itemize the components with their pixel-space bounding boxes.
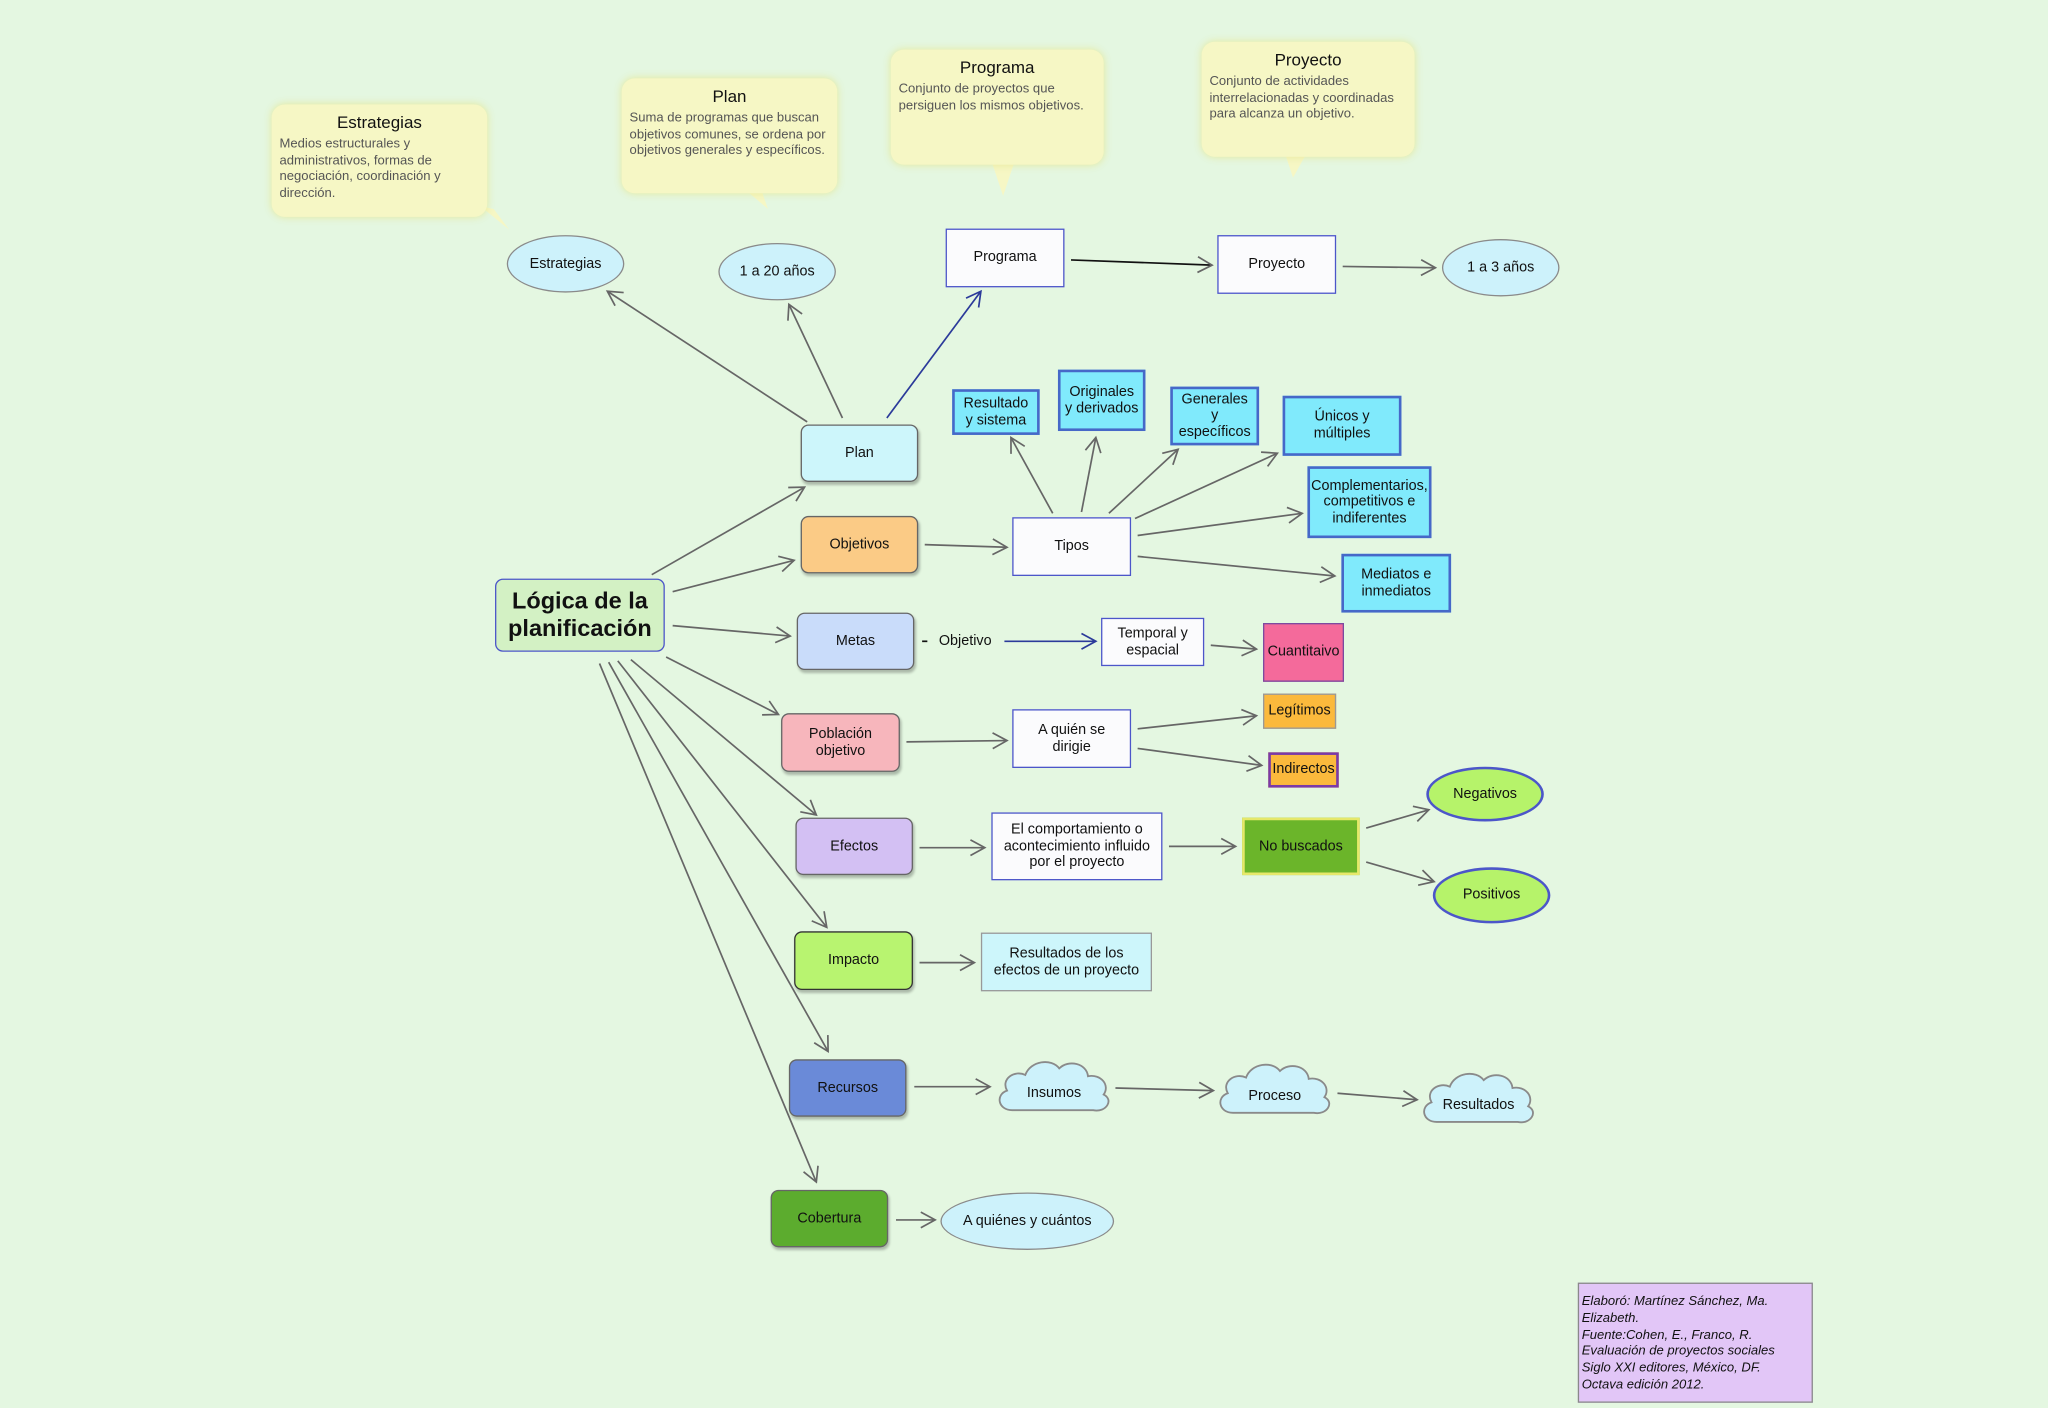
callout-title: Plan (712, 86, 747, 106)
node-originales-derivados[interactable]: Originales y derivados (1057, 369, 1146, 432)
arrow-plan-anios (787, 302, 844, 419)
cloud-label: Proceso (1248, 1087, 1302, 1104)
node-legitimos[interactable]: Legítimos (1263, 693, 1337, 729)
arrow-tipos-originales (1080, 435, 1102, 513)
node-a-quien-se-dirige[interactable]: A quién se dirigie (1012, 709, 1132, 768)
callout-programa: Programa Conjunto de proyectos que persi… (890, 49, 1104, 165)
callout-title: Programa (959, 57, 1035, 78)
arrow-plan-estrategias (605, 290, 808, 423)
node-1-a-3-anos[interactable]: 1 a 3 años (1441, 239, 1560, 297)
node-tipos[interactable]: Tipos (1012, 517, 1132, 576)
arrow-root-plan (651, 486, 807, 576)
callout-text: Suma de programas que buscan objetivos c… (629, 111, 826, 159)
arrow-nobuscados-negativos (1365, 805, 1431, 829)
arrow-root-objetivos (672, 555, 796, 593)
node-resultado-sistema[interactable]: Resultado y sistema (952, 389, 1040, 435)
node-efectos[interactable]: Efectos (795, 817, 913, 876)
node-resultados[interactable]: Resultados (1418, 1064, 1538, 1129)
node-proyecto[interactable]: Proyecto (1217, 235, 1337, 294)
arrow-tipos-generales (1108, 448, 1180, 514)
arrow-root-efectos (630, 658, 818, 817)
cloud-label: Insumos (1026, 1085, 1082, 1102)
callout-pointer (992, 164, 1014, 196)
node-cobertura[interactable]: Cobertura (770, 1189, 889, 1248)
arrow-plan-programa (886, 289, 982, 419)
arrow-root-poblacion (665, 656, 781, 716)
node-unicos-multiples[interactable]: Únicos y múltiples (1282, 395, 1402, 456)
arrow-root-metas (672, 624, 792, 644)
node-complementarios[interactable]: Complementarios, competitivos e indifere… (1307, 466, 1432, 539)
arrow-tipos-complementarios (1137, 506, 1304, 537)
callout-text: Medios estructurales y administrativos, … (279, 137, 441, 201)
callout-pointer (1285, 154, 1307, 178)
credit-line: Siglo XXI editores, México, DF. (1581, 1361, 1761, 1376)
node-estrategias[interactable]: Estrategias (506, 235, 625, 293)
credit-line: Octava edición 2012. (1581, 1377, 1705, 1393)
arrow-tipos-mediatos (1137, 555, 1337, 584)
node-no-buscados[interactable]: No buscados (1242, 817, 1360, 876)
node-poblacion-objetivo[interactable]: Población objetivo (781, 713, 900, 772)
node-proceso[interactable]: Proceso (1215, 1055, 1335, 1120)
callout-title: Proyecto (1274, 49, 1342, 70)
node-a-quienes-y-cuantos[interactable]: A quiénes y cuántos (940, 1192, 1115, 1250)
arrow-insumos-proceso (1115, 1081, 1216, 1099)
node-plan[interactable]: Plan (800, 424, 919, 482)
arrow-poblacion-aquien (906, 732, 1009, 750)
callout-pointer (480, 206, 510, 230)
node-mediatos-inmediatos[interactable]: Mediatos e inmediatos (1341, 553, 1452, 613)
arrow-root-cobertura (598, 663, 819, 1184)
callout-proyecto: Proyecto Conjunto de actividades interre… (1201, 41, 1415, 157)
callout-estrategias: Estrategias Medios estructurales y admin… (271, 104, 488, 217)
node-resultados-efectos[interactable]: Resultados de los efectos de un proyecto (980, 932, 1152, 992)
node-programa[interactable]: Programa (945, 228, 1065, 288)
callout-plan: Plan Suma de programas que buscan objeti… (621, 78, 838, 194)
label-objetivo: Objetivo (938, 633, 992, 649)
root-node[interactable]: Lógica de la planificación (495, 578, 665, 652)
arrow-aquien-indirectos (1137, 747, 1264, 772)
arrow-temporal-cuantitativo (1210, 639, 1259, 657)
node-objetivos[interactable]: Objetivos (800, 515, 919, 574)
cloud-label: Resultados (1442, 1097, 1515, 1113)
arrow-programa-proyecto (1070, 256, 1214, 274)
credit-line: Elaboró: Martínez Sánchez, Ma. (1581, 1294, 1769, 1309)
arrow-aquien-legitimos (1137, 708, 1259, 730)
node-negativos[interactable]: Negativos (1426, 766, 1544, 822)
arrow-root-impacto (617, 660, 828, 929)
arrow-proyecto-anios (1342, 258, 1438, 277)
node-indirectos[interactable]: Indirectos (1268, 752, 1339, 788)
node-metas[interactable]: Metas (796, 612, 915, 671)
credit-line: Evaluación de proyectos sociales (1581, 1344, 1775, 1359)
node-positivos[interactable]: Positivos (1432, 867, 1551, 924)
node-recursos[interactable]: Recursos (788, 1059, 907, 1117)
arrow-nobuscados-positivos (1365, 861, 1436, 887)
callout-text: Conjunto de actividades interrelacionada… (1209, 74, 1394, 122)
arrow-proceso-resultados (1337, 1090, 1419, 1108)
callout-text: Conjunto de proyectos que persiguen los … (898, 82, 1084, 114)
cloud-shape-icon (1423, 1072, 1534, 1124)
node-1-a-20-anos[interactable]: 1 a 20 años (718, 242, 836, 301)
node-generales-especificos[interactable]: Generales y específicos (1170, 386, 1260, 446)
node-insumos[interactable]: Insumos (994, 1053, 1114, 1118)
credit-box: Elaboró: Martínez Sánchez, Ma. Elizabeth… (1577, 1282, 1813, 1403)
arrow-tipos-resultado (1010, 435, 1054, 514)
arrow-tipos-unicos (1134, 451, 1279, 520)
node-cuantitativo[interactable]: Cuantitaivo (1263, 623, 1344, 682)
node-impacto[interactable]: Impacto (794, 931, 913, 991)
credit-line: Fuente:Cohen, E., Franco, R. (1581, 1327, 1753, 1343)
node-comportamiento[interactable]: El comportamiento o acontecimiento influ… (991, 812, 1163, 881)
cloud-shape-icon (1219, 1063, 1331, 1115)
callout-title: Estrategias (336, 112, 422, 132)
arrow-objetivos-tipos (924, 538, 1009, 556)
node-temporal-espacial[interactable]: Temporal y espacial (1101, 617, 1205, 667)
credit-line: Elizabeth. (1581, 1311, 1640, 1326)
arrow-root-recursos (607, 661, 829, 1053)
cloud-shape-icon (998, 1061, 1110, 1112)
